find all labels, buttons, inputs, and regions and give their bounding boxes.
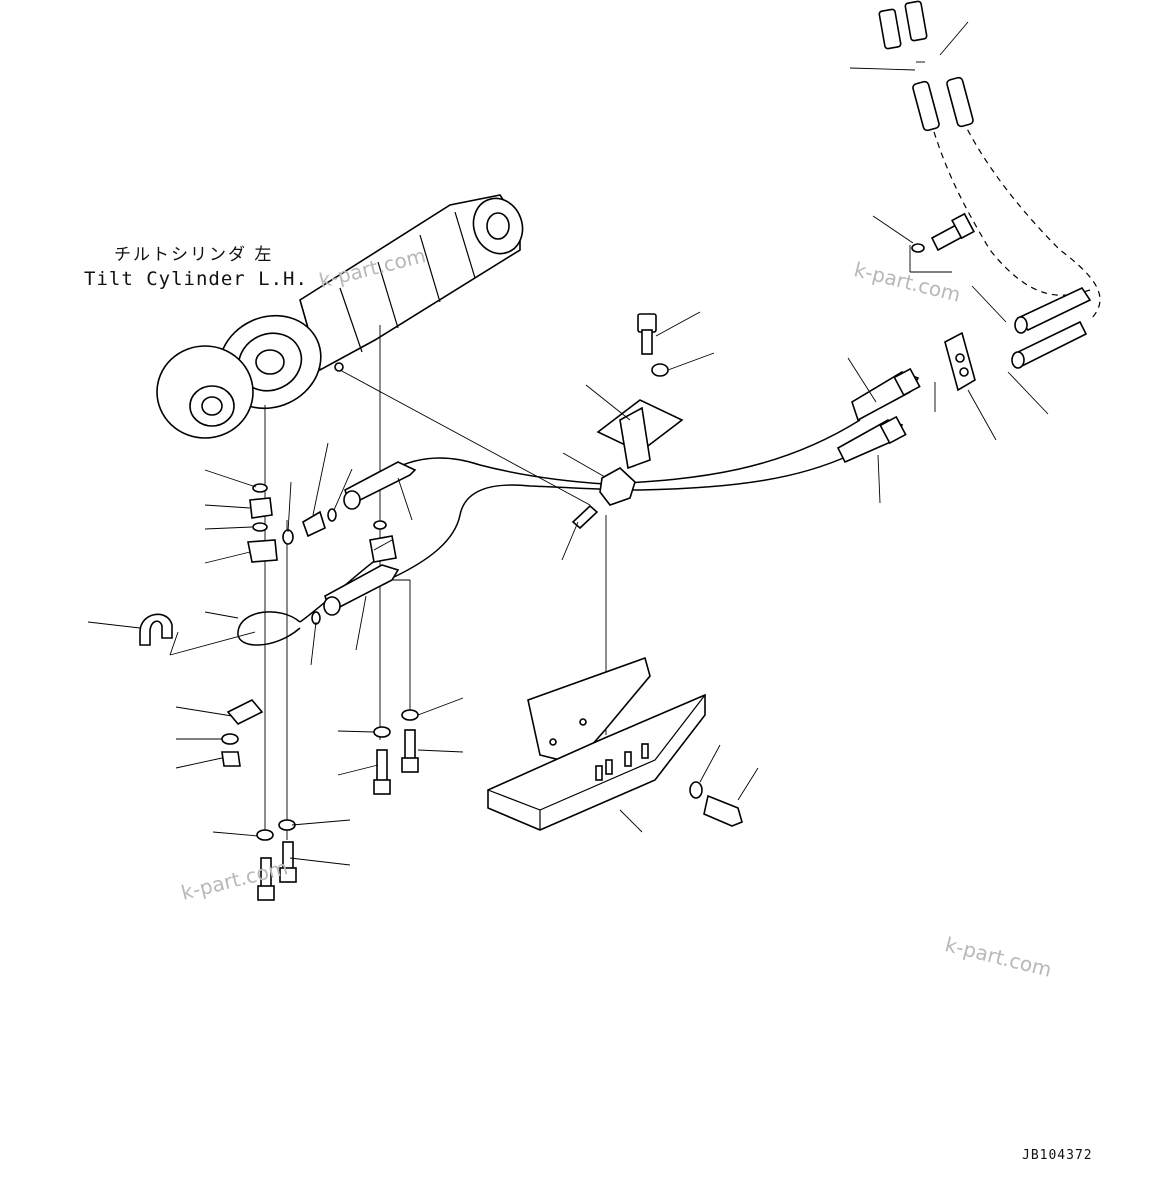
reference-lines (169, 61, 952, 840)
spacer-pin (571, 504, 599, 530)
hose-fitting-upper-left (343, 461, 417, 510)
upper-right-hoses (878, 0, 1092, 369)
title-japanese: チルトシリンダ 左 (114, 245, 274, 265)
hose-fitting-lower-left (323, 564, 400, 616)
lower-bolts (256, 709, 419, 901)
left-side-parts (139, 483, 397, 646)
upper-bolt (911, 212, 975, 253)
tilt-cylinder (156, 194, 524, 439)
hose-routing (237, 99, 1101, 646)
title-english: Tilt Cylinder L.H. (84, 268, 308, 290)
leader-lines (87, 21, 1049, 866)
junction-block (944, 331, 976, 392)
hose-fitting-right-upper (851, 367, 921, 422)
clamp-bracket (596, 399, 684, 506)
lower-left-plate (221, 699, 264, 767)
drawing-code: JB104372 (1022, 1148, 1093, 1163)
guard-cover (487, 656, 743, 831)
clamp-bolt (637, 313, 669, 377)
hose-fitting-right-lower (836, 415, 907, 464)
